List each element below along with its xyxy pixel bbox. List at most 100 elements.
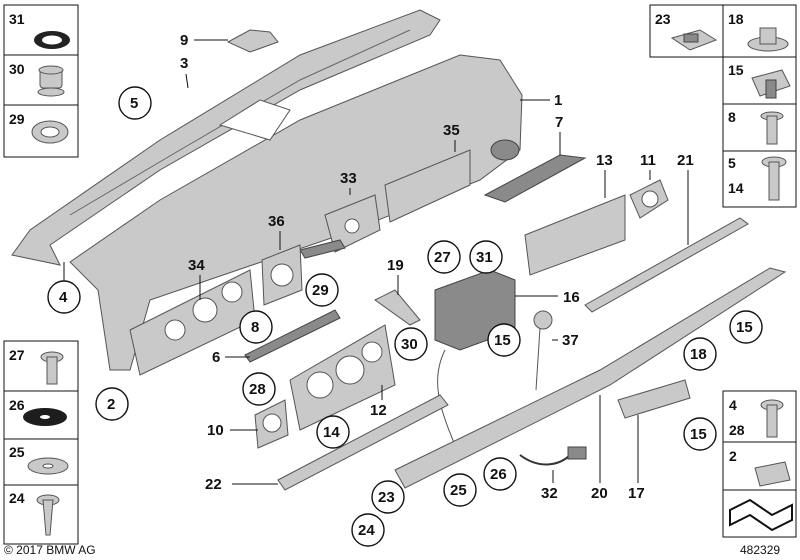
callouts-plain: 9 3 1 35 7 13 11 21 33 36 34 19 16 6 37 …	[180, 32, 694, 502]
circled-callout-2: 2	[107, 396, 115, 413]
copyright-text: © 2017 BMW AG	[4, 543, 96, 557]
part-17-bracket	[617, 379, 691, 419]
legend-label-29: 29	[9, 111, 25, 127]
circled-callout-29: 29	[312, 282, 329, 299]
screw-5-14-icon	[761, 156, 787, 201]
callout-10: 10	[207, 422, 224, 439]
part-19-bracket	[374, 289, 421, 326]
part-7-vent-grille	[483, 154, 587, 203]
circled-callout-28: 28	[249, 381, 266, 398]
callout-1: 1	[554, 92, 562, 109]
callout-9: 9	[180, 32, 188, 49]
circled-callout-23: 23	[378, 489, 395, 506]
circled-callout-14: 14	[323, 424, 340, 441]
part-20-lower-trim	[394, 267, 787, 489]
callout-21: 21	[677, 152, 694, 169]
circle-25	[443, 473, 477, 507]
part-13-panel	[524, 194, 626, 276]
circle-31	[469, 240, 503, 274]
circled-callout-26: 26	[490, 466, 507, 483]
circle-23	[371, 480, 405, 514]
callout-33: 33	[340, 170, 357, 187]
self-tapping-screw-icon	[36, 494, 60, 536]
legend-label-24: 24	[9, 490, 25, 506]
circled-callout-24: 24	[358, 522, 375, 539]
circled-callout-18: 18	[690, 346, 707, 363]
callout-37: 37	[562, 332, 579, 349]
diagram-id: 482329	[740, 543, 780, 557]
callout-7: 7	[555, 114, 563, 131]
callout-35: 35	[443, 122, 460, 139]
circle-28	[242, 372, 276, 406]
legend-label-27: 27	[9, 347, 25, 363]
part-9-cover	[226, 29, 279, 53]
legend-right-lower: 4 28 2	[722, 390, 797, 538]
bracket-icon	[754, 461, 791, 487]
circled-callout-27: 27	[434, 249, 451, 266]
circle-14	[316, 415, 350, 449]
circled-callout-30: 30	[401, 336, 418, 353]
screw-icon	[40, 351, 64, 385]
legend-label-4: 4	[729, 397, 737, 413]
legend-label-28: 28	[729, 422, 745, 438]
circle-24	[351, 513, 385, 547]
legend-label-18: 18	[728, 11, 744, 27]
legend-label-31: 31	[9, 11, 25, 27]
callout-22: 22	[205, 476, 222, 493]
part-35-trim	[384, 149, 471, 223]
legend-label-8: 8	[728, 109, 736, 125]
part-32-connector	[567, 446, 587, 460]
circle-27	[427, 240, 461, 274]
circled-callout-4: 4	[59, 289, 68, 306]
legend-left-lower: 27 26 25 24	[3, 340, 79, 545]
legend-left-lower-frame	[3, 340, 79, 545]
legend-label-5: 5	[728, 155, 736, 171]
part-37-switch	[533, 310, 553, 330]
circled-callout-15c: 15	[736, 319, 753, 336]
callout-20: 20	[591, 485, 608, 502]
circle-26	[483, 457, 517, 491]
legend-label-2: 2	[729, 448, 737, 464]
callout-36: 36	[268, 213, 285, 230]
callout-12: 12	[370, 402, 387, 419]
nut-icon	[37, 65, 65, 97]
circled-callout-31: 31	[476, 249, 493, 266]
part-3-defroster-trim	[11, 9, 441, 266]
screw-4-28-icon	[760, 399, 784, 438]
circle-2	[95, 387, 129, 421]
part-6-strip	[244, 309, 341, 363]
circled-callout-15b: 15	[690, 426, 707, 443]
legend-label-30: 30	[9, 61, 25, 77]
circle-15c	[729, 310, 763, 344]
clip-ring-icon	[31, 120, 69, 144]
callout-11: 11	[640, 152, 656, 169]
legend-label-25: 25	[9, 444, 25, 460]
circled-callout-25: 25	[450, 482, 467, 499]
legend-label-15: 15	[728, 62, 744, 78]
circle-29	[305, 273, 339, 307]
circle-8	[239, 310, 273, 344]
callout-3: 3	[180, 55, 188, 72]
legend-right-upper: 23 18 15 8 5 14	[649, 4, 797, 208]
callout-16: 16	[563, 289, 580, 306]
part-1-instrument-panel	[69, 54, 523, 371]
callout-13: 13	[596, 152, 613, 169]
fold-symbol-icon	[729, 498, 793, 532]
legend-left-upper: 31 30 29	[3, 4, 79, 158]
circled-callout-8: 8	[251, 319, 259, 336]
screw-8-icon	[760, 111, 784, 145]
callout-19: 19	[387, 257, 404, 274]
spring-clip-icon	[751, 69, 791, 99]
callout-17: 17	[628, 485, 645, 502]
circled-callout-15a: 15	[494, 332, 511, 349]
circle-18	[683, 337, 717, 371]
legend-label-26: 26	[9, 397, 25, 413]
callouts-circled: 5 4 27 31 29 8 15 30 2 28 14 18 15 26 25…	[47, 86, 763, 547]
part-22-trim-strip	[277, 394, 449, 491]
callout-34: 34	[188, 257, 205, 274]
callout-32: 32	[541, 485, 558, 502]
circle-30	[394, 327, 428, 361]
circled-callout-5: 5	[130, 95, 138, 112]
circle-15a	[487, 323, 521, 357]
